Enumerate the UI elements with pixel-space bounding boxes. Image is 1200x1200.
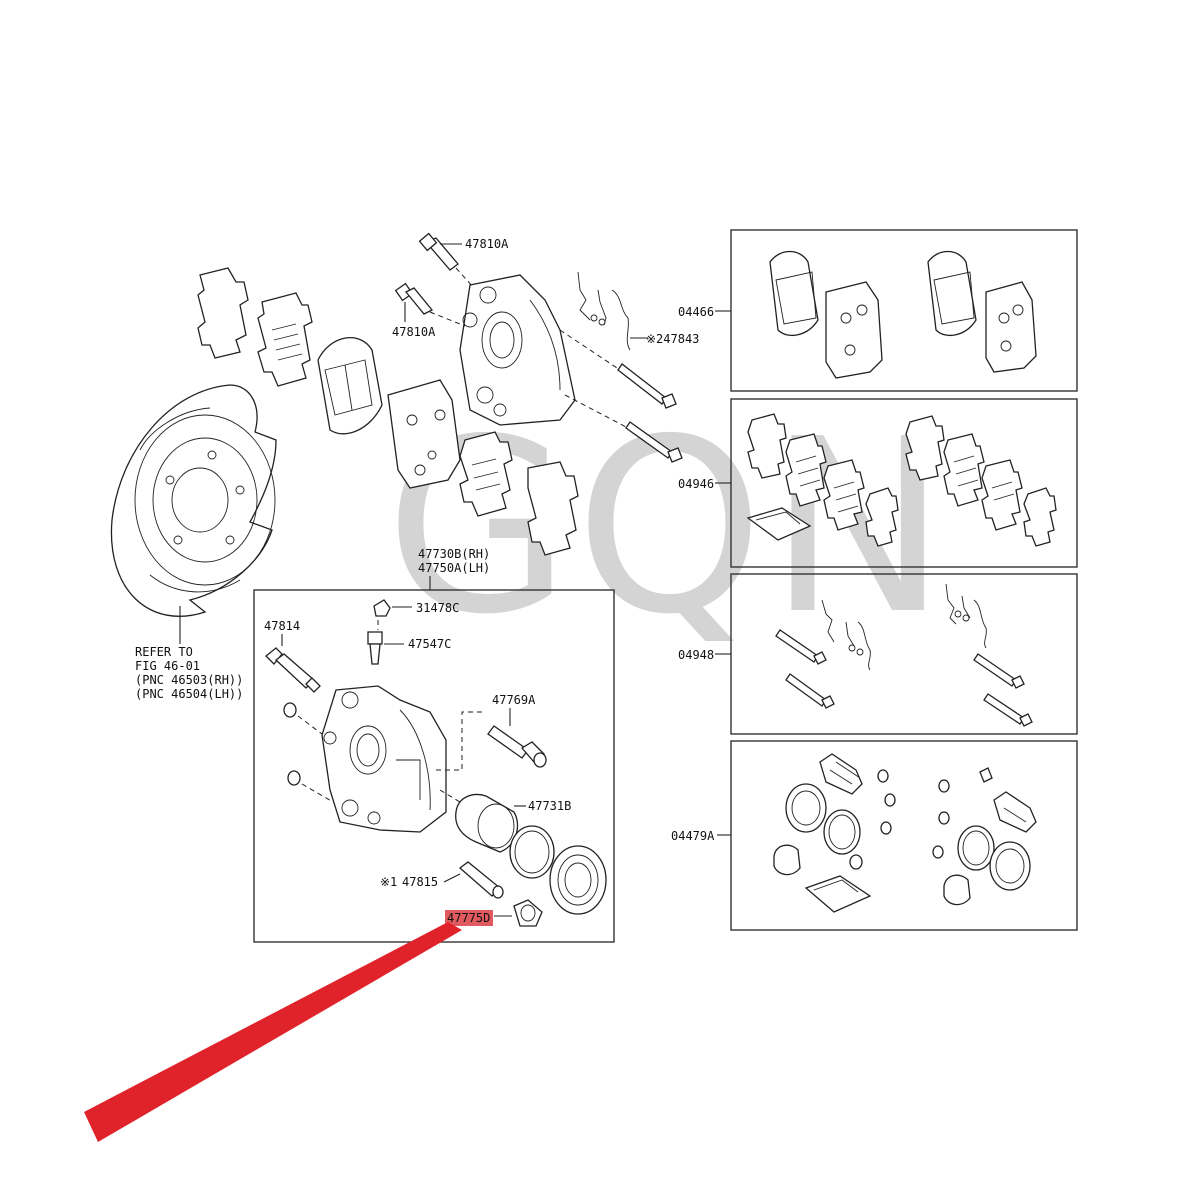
shim-plate-4 xyxy=(527,461,579,556)
bleeder-cap xyxy=(373,599,412,617)
brake-pad-outer xyxy=(387,379,461,489)
bolt-47810a-mid xyxy=(394,282,466,327)
label-47730b: 47730B(RH) xyxy=(418,547,490,561)
kit-04466-parts xyxy=(769,250,1037,379)
label-47769a: 47769A xyxy=(492,693,536,707)
slide-pin xyxy=(265,647,321,693)
refer-text-1: REFER TO xyxy=(135,645,193,659)
pad-pin-lower xyxy=(625,421,683,463)
piston-seal xyxy=(509,825,555,879)
cylinder-boot xyxy=(549,845,607,915)
bolt-47810a-top xyxy=(418,232,475,289)
label-47843: ※247843 xyxy=(646,332,699,346)
kit-04946-parts xyxy=(746,413,1057,547)
kit-04479a-parts xyxy=(773,753,1037,913)
guide-line-2 xyxy=(564,394,629,429)
kit-code-04946: 04946 xyxy=(678,477,714,491)
spring-clips xyxy=(577,271,648,351)
label-47814: 47814 xyxy=(264,619,300,633)
bushing xyxy=(458,861,504,899)
bleeder-plug xyxy=(367,631,404,665)
label-mark-1: ※1 xyxy=(380,875,397,889)
refer-text-4: (PNC 46504(LH)) xyxy=(135,687,243,701)
guide-line-5 xyxy=(436,711,486,771)
dust-boot-sleeve xyxy=(513,899,543,927)
kit-box-04479a xyxy=(730,740,1078,931)
cylinder-pin xyxy=(487,725,547,768)
watermark: GQN xyxy=(385,387,951,667)
dust-shield xyxy=(110,384,277,617)
piston xyxy=(455,793,519,853)
label-47731b: 47731B xyxy=(528,799,571,813)
kit-04948-parts xyxy=(775,583,1033,727)
pointer-arrow xyxy=(84,922,462,1142)
caliper-body xyxy=(321,685,447,833)
washer-1 xyxy=(283,702,297,718)
shim-plate-2 xyxy=(257,292,313,387)
kit-code-04479a: 04479A xyxy=(671,829,715,843)
label-47775d: 47775D xyxy=(447,911,490,925)
brake-pad-inner xyxy=(317,337,383,435)
label-47750a: 47750A(LH) xyxy=(418,561,490,575)
label-31478c: 31478C xyxy=(416,601,459,615)
shim-plate-1 xyxy=(197,267,249,359)
guide-line-3 xyxy=(297,715,331,741)
kit-code-04466: 04466 xyxy=(678,305,714,319)
label-47810a-top: 47810A xyxy=(465,237,509,251)
washer-2 xyxy=(287,770,301,786)
kit-code-04948: 04948 xyxy=(678,648,714,662)
label-47815: 47815 xyxy=(402,875,438,889)
label-47810a-mid: 47810A xyxy=(392,325,436,339)
caliper-bracket xyxy=(459,274,576,426)
highlight-box xyxy=(445,910,493,926)
guide-line-1 xyxy=(559,329,621,371)
label-47547c: 47547C xyxy=(408,637,451,651)
pad-pin-upper xyxy=(617,363,677,409)
shim-plate-3 xyxy=(459,431,513,517)
bushing-leader xyxy=(443,873,461,883)
refer-text-3: (PNC 46503(RH)) xyxy=(135,673,243,687)
refer-text-2: FIG 46-01 xyxy=(135,659,200,673)
